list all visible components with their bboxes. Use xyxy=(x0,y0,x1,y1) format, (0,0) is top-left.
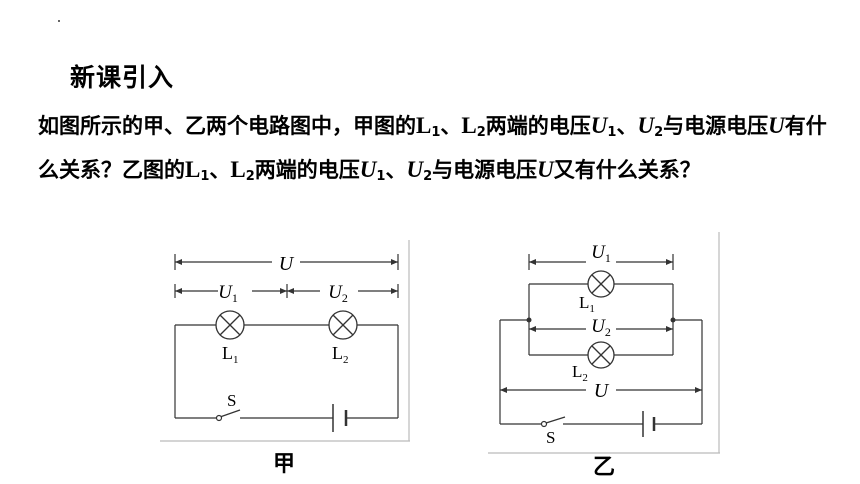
lamp-l1-icon xyxy=(587,270,615,298)
switch-icon xyxy=(540,420,548,428)
question-text: 如图所示的甲、乙两个电路图中，甲图的L1、L2两端的电压U1、U2与电源电压U有… xyxy=(38,113,827,184)
label-l1: L1 xyxy=(579,293,595,315)
label-u: U xyxy=(279,253,295,275)
label-l2: L2 xyxy=(332,343,349,366)
label-u2: U2 xyxy=(328,282,348,305)
label-u1: U1 xyxy=(218,282,238,305)
series-circuit-diagram: U U1 U2 L1 L2 S xyxy=(160,240,410,445)
caption-yi: 乙 xyxy=(593,455,616,480)
label-u: U xyxy=(594,380,610,402)
label-l1: L1 xyxy=(222,343,239,366)
lamp-l2-icon xyxy=(587,341,615,369)
slide-title: 新课引入 xyxy=(70,63,175,92)
switch-icon xyxy=(215,414,223,422)
lamp-l2-icon xyxy=(328,310,358,340)
caption-jia: 甲 xyxy=(273,452,296,477)
lamp-l1-icon xyxy=(215,310,245,340)
label-u1: U1 xyxy=(591,242,611,265)
label-s: S xyxy=(546,428,555,447)
decorative-dot xyxy=(58,20,60,22)
parallel-circuit-diagram: U1 L1 U2 L2 U S xyxy=(488,232,720,457)
label-u2: U2 xyxy=(591,316,611,339)
label-l2: L2 xyxy=(572,362,588,384)
label-s: S xyxy=(227,391,236,410)
